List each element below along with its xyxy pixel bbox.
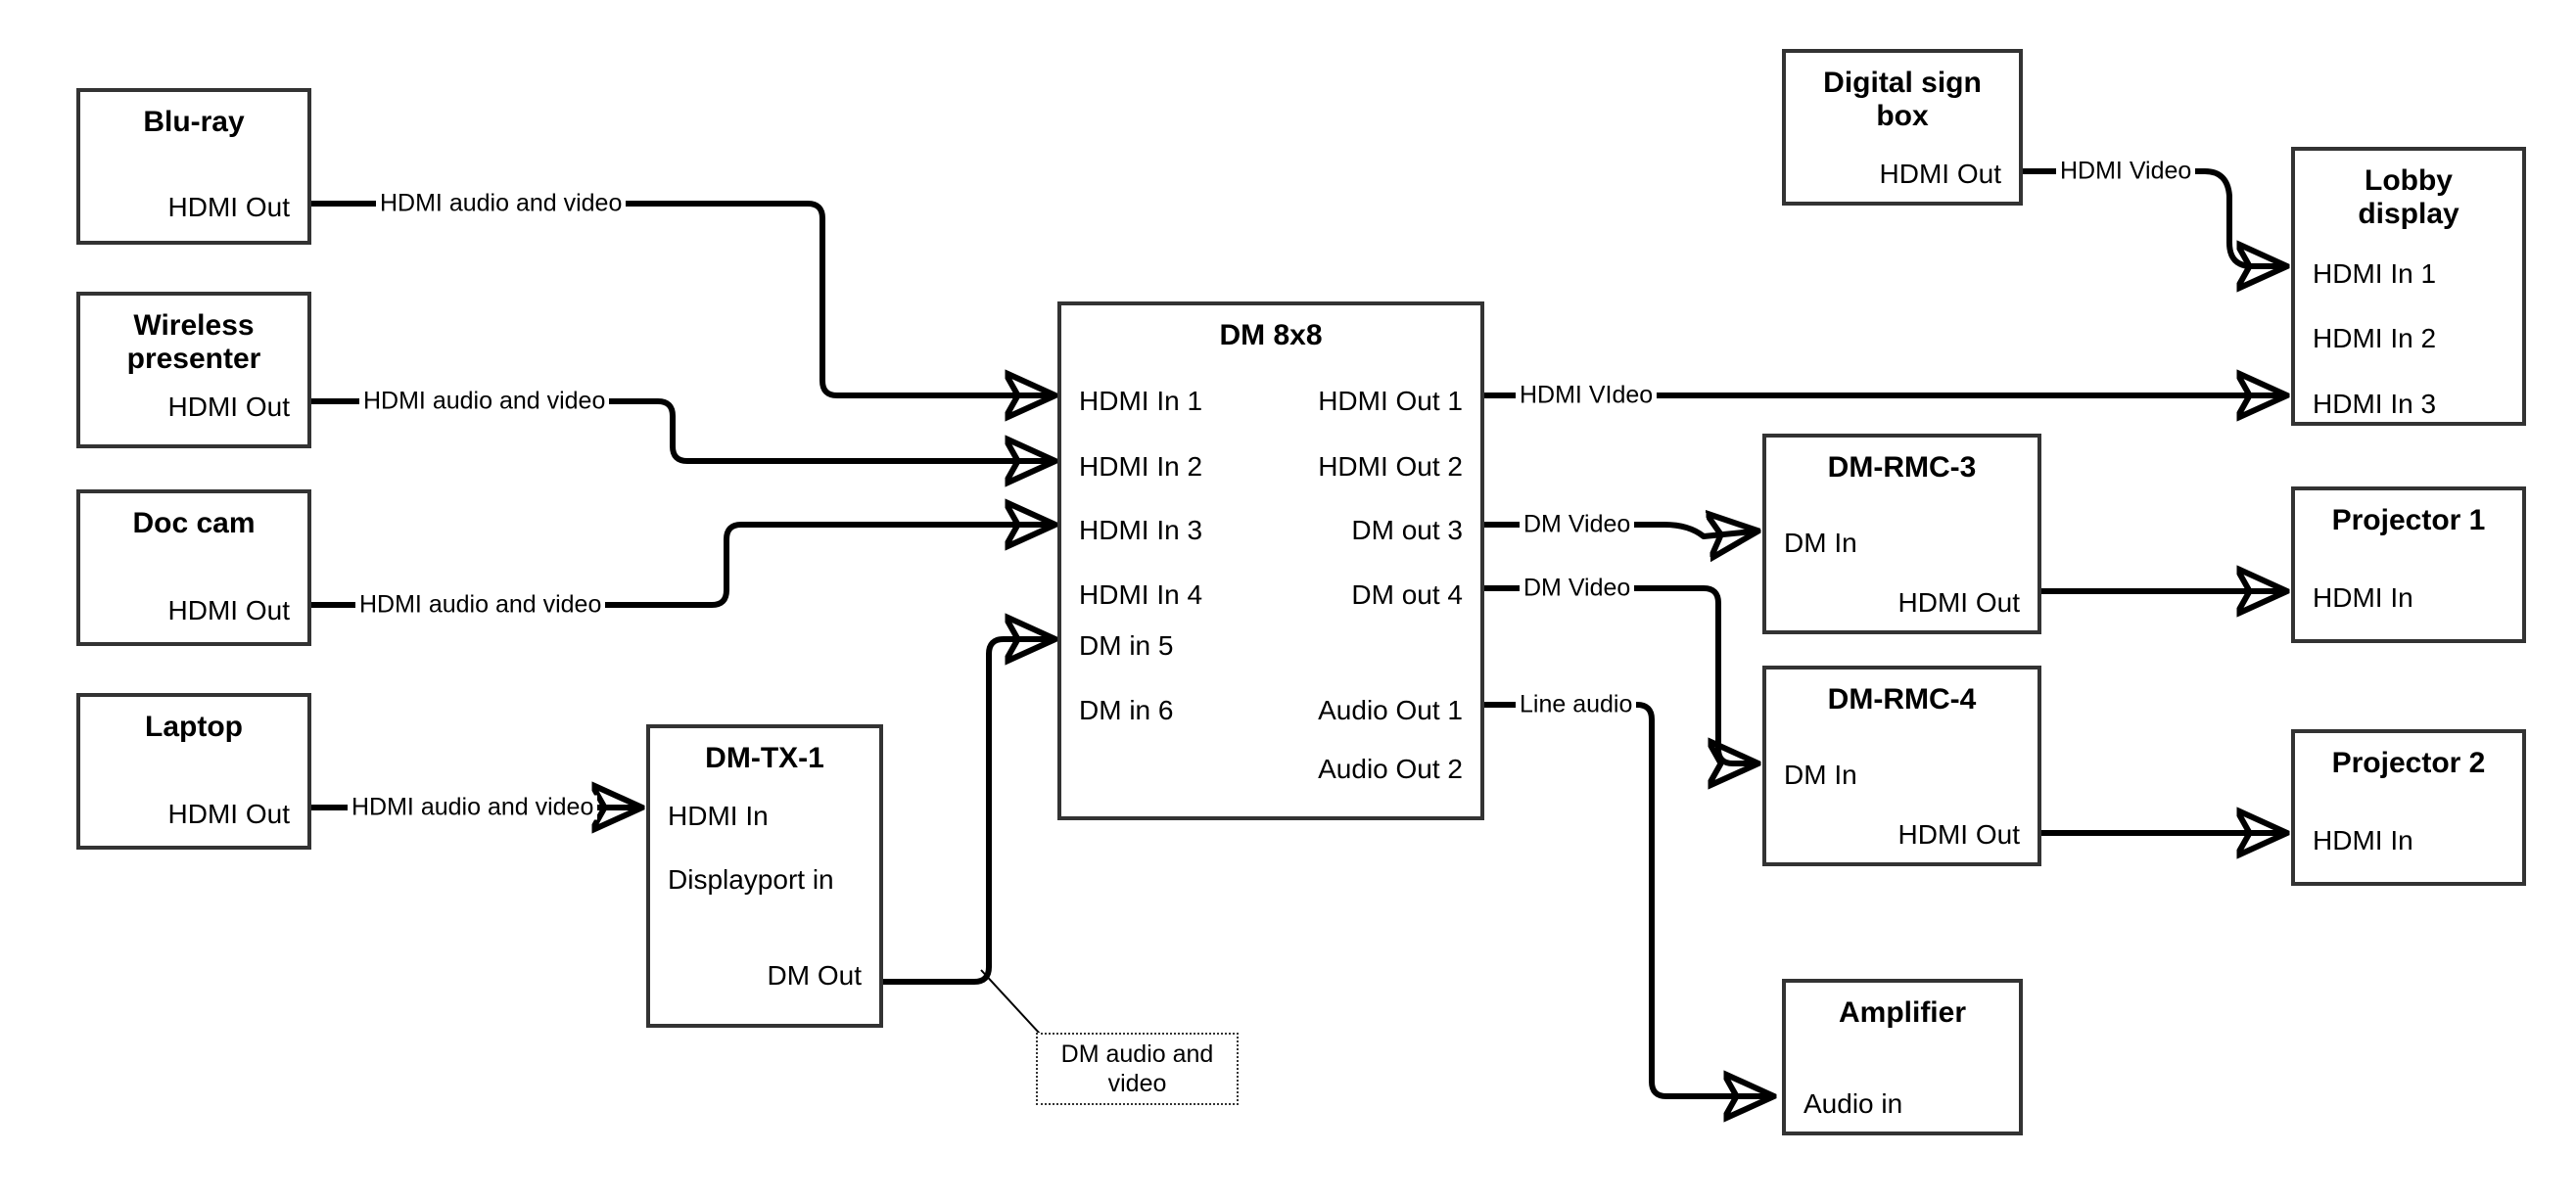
device-laptop-port-hdmi-out[interactable]: HDMI Out	[167, 799, 290, 829]
annotation-dm-audio-and-video: DM audio and video	[1036, 1033, 1239, 1105]
wire-dmtx1-to-dm-in5	[883, 639, 1050, 985]
device-lobby-display-input-1[interactable]: HDMI In 1	[2313, 258, 2437, 289]
device-dm-8x8-title: DM 8x8	[1219, 319, 1323, 351]
device-laptop-title: Laptop	[145, 711, 243, 743]
device-lobby-display[interactable]: Lobby display HDMI In 1 HDMI In 2 HDMI I…	[2291, 147, 2526, 426]
device-dm-rmc-4-port-dm-in[interactable]: DM In	[1784, 760, 1857, 790]
wire-dm-out3-to-rmc3	[1484, 525, 1753, 536]
device-dm-8x8-input-6[interactable]: DM in 6	[1079, 695, 1174, 725]
device-amplifier-title: Amplifier	[1838, 996, 1967, 1029]
device-dm-rmc-3[interactable]: DM-RMC-3 DM In HDMI Out	[1762, 434, 2041, 634]
device-doc-cam-port-hdmi-out[interactable]: HDMI Out	[167, 595, 290, 625]
device-dm-8x8-output-1[interactable]: HDMI Out 1	[1318, 386, 1463, 416]
device-dm-tx-1[interactable]: DM-TX-1 HDMI In Displayport in DM Out	[646, 724, 883, 1028]
device-dm-tx-1-port-displayport-in[interactable]: Displayport in	[668, 864, 834, 895]
link-label-sign-to-lobby: HDMI Video	[2056, 159, 2196, 184]
link-label-laptop-to-dmtx1: HDMI audio and video	[348, 795, 598, 820]
device-amplifier[interactable]: Amplifier Audio in	[1782, 979, 2023, 1135]
device-dm-8x8-input-2[interactable]: HDMI In 2	[1079, 451, 1203, 482]
device-lobby-display-title: Lobby display	[2358, 164, 2459, 230]
device-digital-sign-box-title: Digital sign box	[1823, 67, 1982, 132]
device-doc-cam[interactable]: Doc cam HDMI Out	[76, 489, 311, 646]
device-dm-8x8-output-2[interactable]: HDMI Out 2	[1318, 451, 1463, 482]
device-dm-8x8-input-1[interactable]: HDMI In 1	[1079, 386, 1203, 416]
link-label-wireless-to-dm: HDMI audio and video	[359, 389, 610, 414]
device-dm-8x8-output-6[interactable]: Audio Out 2	[1318, 754, 1463, 784]
device-dm-tx-1-port-dm-out[interactable]: DM Out	[767, 960, 862, 991]
device-dm-rmc-4-port-hdmi-out[interactable]: HDMI Out	[1897, 819, 2020, 850]
device-dm-8x8-output-4[interactable]: DM out 4	[1351, 579, 1463, 610]
device-dm-rmc-3-title: DM-RMC-3	[1827, 451, 1977, 484]
device-dm-8x8-output-5[interactable]: Audio Out 1	[1318, 695, 1463, 725]
device-projector-1-port-hdmi-in[interactable]: HDMI In	[2313, 582, 2413, 613]
device-projector-2-port-hdmi-in[interactable]: HDMI In	[2313, 825, 2413, 855]
device-wireless-presenter[interactable]: Wireless presenter HDMI Out	[76, 292, 311, 448]
device-digital-sign-box-port-hdmi-out[interactable]: HDMI Out	[1879, 159, 2001, 189]
wire-sign-to-lobby-in1	[2023, 168, 2281, 266]
device-dm-rmc-3-port-hdmi-out[interactable]: HDMI Out	[1897, 587, 2020, 618]
link-label-dm-audio-to-amp: Line audio	[1516, 692, 1637, 717]
device-dm-8x8-input-3[interactable]: HDMI In 3	[1079, 515, 1203, 545]
device-dm-rmc-4[interactable]: DM-RMC-4 DM In HDMI Out	[1762, 666, 2041, 866]
device-dm-rmc-3-port-dm-in[interactable]: DM In	[1784, 528, 1857, 558]
device-dm-8x8-output-3[interactable]: DM out 3	[1351, 515, 1463, 545]
device-digital-sign-box[interactable]: Digital sign box HDMI Out	[1782, 49, 2023, 206]
device-dm-tx-1-port-hdmi-in[interactable]: HDMI In	[668, 801, 769, 831]
wire-wireless-to-dm-in2	[311, 398, 1050, 461]
device-dm-rmc-4-title: DM-RMC-4	[1827, 683, 1977, 716]
link-label-dm-out1-to-lobby: HDMI VIdeo	[1516, 383, 1658, 408]
device-lobby-display-input-3[interactable]: HDMI In 3	[2313, 389, 2437, 419]
device-projector-1-title: Projector 1	[2331, 504, 2486, 536]
device-bluray[interactable]: Blu-ray HDMI Out	[76, 88, 311, 245]
device-dm-tx-1-title: DM-TX-1	[705, 742, 824, 774]
wire-bluray-to-dm-in1	[311, 201, 1050, 395]
device-dm-8x8[interactable]: DM 8x8 HDMI In 1 HDMI In 2 HDMI In 3 HDM…	[1057, 301, 1484, 820]
device-projector-2-title: Projector 2	[2331, 747, 2486, 779]
device-doc-cam-title: Doc cam	[132, 507, 256, 539]
wire-doccam-to-dm-in3	[311, 525, 1050, 608]
device-amplifier-port-audio-in[interactable]: Audio in	[1803, 1088, 1903, 1119]
wire-dm-audio-to-amplifier	[1484, 702, 1768, 1096]
device-dm-8x8-input-5[interactable]: DM in 5	[1079, 630, 1174, 661]
device-wireless-presenter-port-hdmi-out[interactable]: HDMI Out	[167, 392, 290, 422]
link-label-dm-out4-to-rmc4: DM Video	[1520, 576, 1635, 601]
link-label-doccam-to-dm: HDMI audio and video	[355, 592, 606, 618]
device-projector-1[interactable]: Projector 1 HDMI In	[2291, 486, 2526, 643]
device-wireless-presenter-title: Wireless presenter	[126, 309, 261, 375]
wire-dm-out4-to-rmc4	[1484, 585, 1753, 763]
device-dm-8x8-input-4[interactable]: HDMI In 4	[1079, 579, 1203, 610]
device-bluray-port-hdmi-out[interactable]: HDMI Out	[167, 192, 290, 222]
device-projector-2[interactable]: Projector 2 HDMI In	[2291, 729, 2526, 886]
device-laptop[interactable]: Laptop HDMI Out	[76, 693, 311, 850]
device-lobby-display-input-2[interactable]: HDMI In 2	[2313, 323, 2437, 353]
device-bluray-title: Blu-ray	[143, 106, 245, 138]
link-label-bluray-to-dm: HDMI audio and video	[376, 191, 627, 216]
link-label-dm-out3-to-rmc3: DM Video	[1520, 512, 1635, 537]
